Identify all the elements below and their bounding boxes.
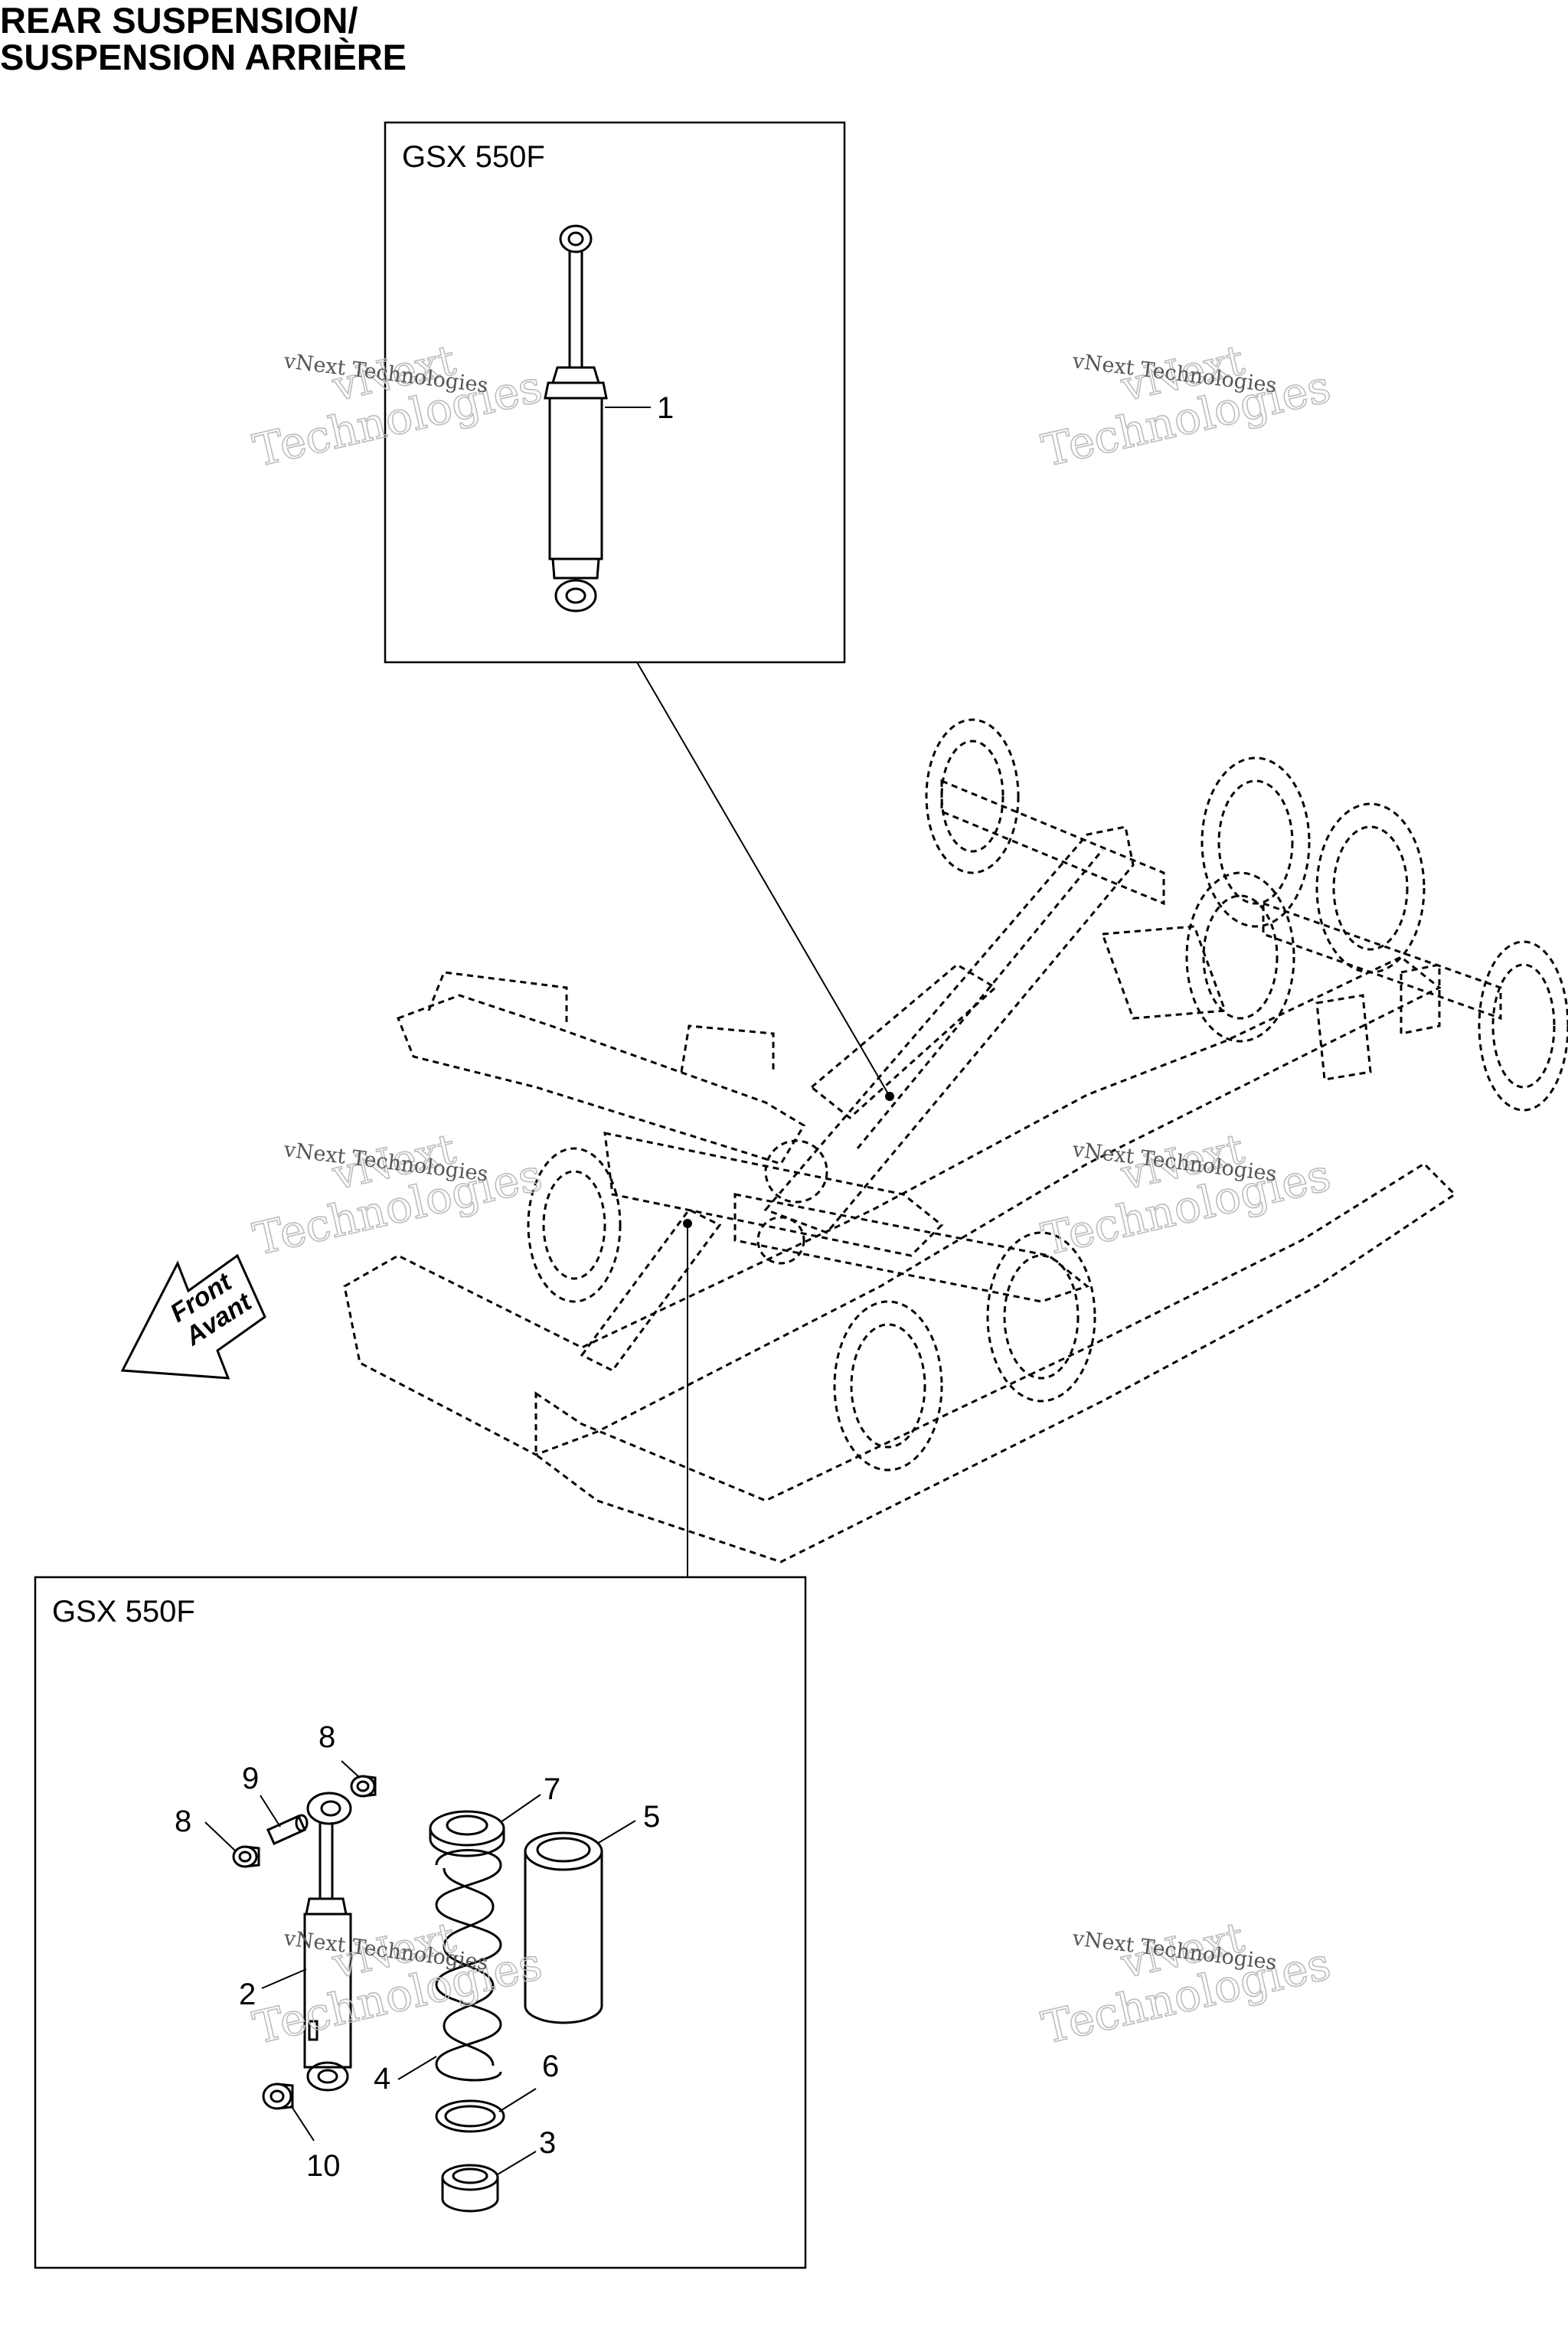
spring-cover-5	[524, 1831, 603, 2024]
callout-6: 6	[542, 2050, 559, 2083]
leader-line-top	[636, 662, 890, 1097]
bushing-8-left	[232, 1845, 260, 1868]
top-detail-box: GSX 550F 1	[384, 121, 846, 664]
shock-absorber-2	[303, 1792, 352, 2092]
front-direction-arrow: Front Avant	[120, 1253, 266, 1380]
rear-suspension-frame	[343, 779, 1502, 1563]
callout-5: 5	[643, 1800, 660, 1834]
bushing-8-upper	[350, 1775, 377, 1798]
watermark-1: vNext Technologies vNext Technologies	[248, 335, 547, 478]
callout-8-left: 8	[175, 1805, 191, 1838]
sleeve-9	[266, 1814, 309, 1845]
leader-dot-bottom	[683, 1219, 692, 1228]
bushing-10	[262, 2082, 294, 2110]
watermark-2: vNext Technologies vNext Technologies	[1037, 335, 1336, 478]
spring-stopper-7	[429, 1810, 505, 1857]
callout-4: 4	[374, 2062, 390, 2096]
callout-2: 2	[239, 1978, 256, 2011]
shock-absorber-1	[544, 224, 608, 612]
callout-9: 9	[242, 1762, 259, 1795]
page-title-line-2: SUSPENSION ARRIÈRE	[0, 37, 407, 77]
watermark-3: vNext Technologies vNext Technologies	[248, 1124, 547, 1266]
watermark-5: vNext Technologies vNext Technologies	[248, 1913, 547, 2055]
callout-8-upper: 8	[318, 1720, 335, 1754]
callout-1: 1	[657, 391, 674, 425]
bottom-box-model-label: GSX 550F	[52, 1595, 195, 1628]
callout-10: 10	[306, 2149, 341, 2183]
watermark-4: vNext Technologies vNext Technologies	[1037, 1124, 1336, 1266]
idler-wheels	[527, 718, 1568, 1472]
callout-3: 3	[539, 2126, 556, 2160]
bottom-detail-box: GSX 550F	[34, 1576, 807, 2269]
spring-guide-6	[435, 2099, 505, 2133]
watermark-6: vNext Technologies vNext Technologies	[1037, 1913, 1336, 2055]
coil-spring-4	[435, 1849, 502, 2082]
top-box-model-label: GSX 550F	[402, 140, 545, 174]
adjustment-nut-3	[441, 2164, 499, 2213]
callout-7: 7	[544, 1772, 560, 1806]
page-title-line-1: REAR SUSPENSION/	[0, 0, 358, 41]
leader-dot-top	[885, 1092, 894, 1101]
